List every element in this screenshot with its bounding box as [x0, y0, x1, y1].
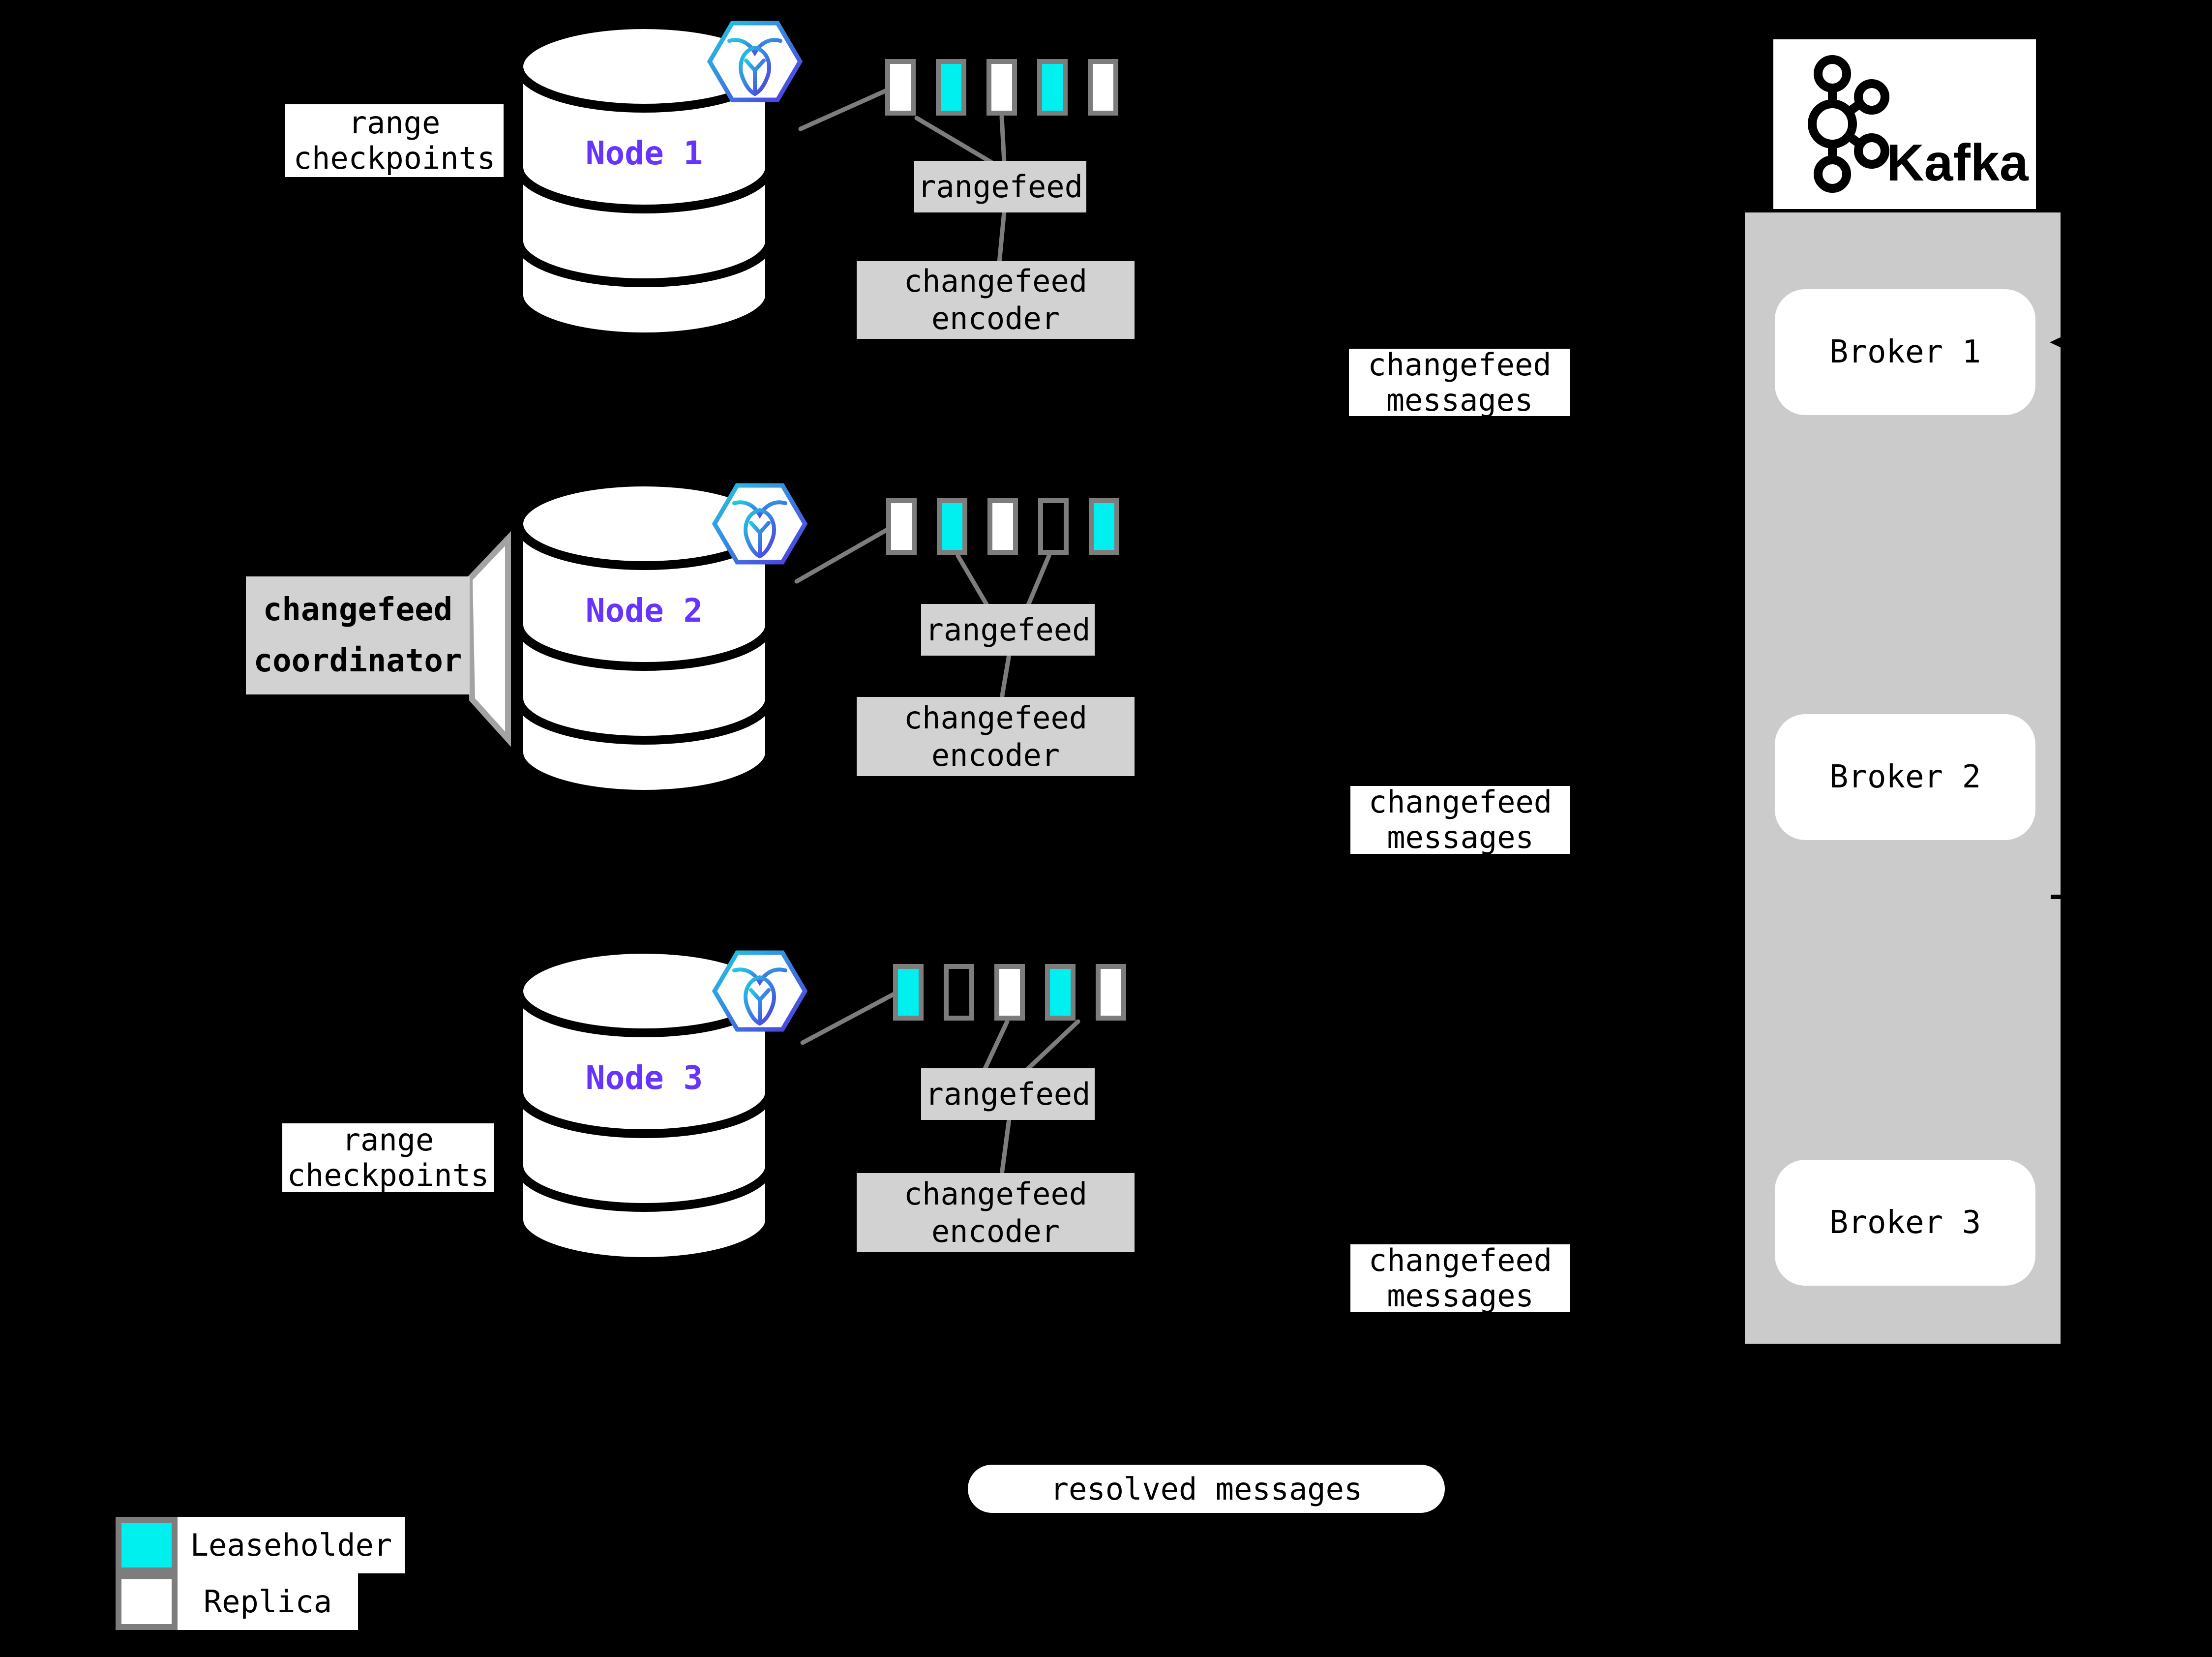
changefeed-encoder-box: changefeed encoder [857, 1173, 1135, 1252]
arrowhead-icon [2050, 334, 2066, 350]
range-rect [893, 964, 924, 1021]
range-rect [885, 59, 916, 116]
arrow-shaft-tick [2051, 895, 2066, 899]
rangefeed-box: rangefeed [914, 161, 1086, 212]
range-rect [1038, 498, 1069, 555]
cockroachdb-icon [712, 483, 808, 565]
connector-lines [794, 89, 1080, 1177]
changefeed-coordinator-box: changefeed coordinator [246, 576, 470, 694]
broker-2-box: Broker 2 [1775, 714, 2035, 840]
changefeed-messages-label: changefeed messages [1350, 1243, 1570, 1314]
node2-database-cylinder-icon [514, 478, 774, 799]
node2-label: Node 2 [585, 592, 703, 630]
legend-swatch-replica [116, 1573, 178, 1630]
kafka-wordmark: Kafka [1886, 134, 2029, 192]
changefeed-encoder-box: changefeed encoder [857, 697, 1135, 776]
legend-label-replica: Replica [178, 1573, 358, 1630]
broker-1-box: Broker 1 [1775, 289, 2035, 415]
range-rect [936, 59, 966, 116]
rangefeed-box: rangefeed [921, 604, 1095, 656]
changefeed-messages-label: changefeed messages [1350, 784, 1570, 855]
changefeed-messages-label: changefeed messages [1349, 347, 1570, 418]
range-rect [944, 964, 974, 1021]
range-rect [987, 498, 1018, 555]
range-rect [994, 964, 1025, 1021]
cockroachdb-icon [707, 21, 803, 102]
range-rect [1088, 59, 1118, 116]
range-rect [1096, 964, 1126, 1021]
range-rect [1037, 59, 1068, 116]
rangefeed-box: rangefeed [921, 1068, 1095, 1120]
coordinator-pointer-flag [466, 531, 511, 747]
kafka-icon [1808, 55, 1889, 193]
range-rect [937, 498, 967, 555]
range-checkpoints-label-bottom: range checkpoints [282, 1122, 494, 1193]
node1-label: Node 1 [585, 134, 703, 172]
range-checkpoints-label-top: range checkpoints [285, 104, 504, 177]
cockroachdb-icon [712, 950, 808, 1032]
range-rect [886, 498, 917, 555]
range-rect [1045, 964, 1076, 1021]
legend-label-leaseholder: Leaseholder [178, 1517, 405, 1573]
range-rect [1089, 498, 1119, 555]
range-rect [986, 59, 1017, 116]
resolved-messages-pill: resolved messages [968, 1465, 1445, 1513]
changefeed-encoder-box: changefeed encoder [857, 261, 1135, 339]
node3-database-cylinder-icon [514, 945, 774, 1266]
kafka-logo: Kafka [1773, 39, 2036, 209]
broker-3-box: Broker 3 [1775, 1160, 2035, 1286]
legend-swatch-leaseholder [116, 1517, 178, 1573]
node3-label: Node 3 [585, 1059, 703, 1097]
